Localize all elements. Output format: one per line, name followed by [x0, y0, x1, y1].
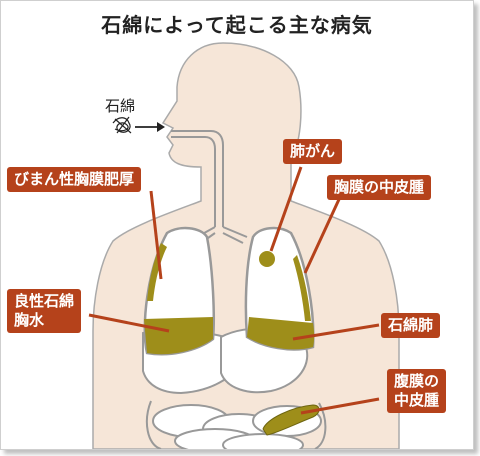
label-pleural-mesothelioma: 胸膜の中皮腫: [327, 175, 432, 200]
label-pleural-effusion-line1: 良性石綿: [14, 292, 75, 310]
bronchi: [196, 226, 248, 244]
connector-thickening: [149, 190, 163, 280]
lung-cancer-tumor: [259, 251, 275, 267]
label-peritoneal-line2: 中皮腫: [394, 391, 440, 409]
connector-asbestosis: [292, 323, 380, 341]
label-pleural-effusion-line2: 胸水: [14, 311, 45, 329]
asbestos-icon: [112, 116, 132, 134]
intestines: [145, 400, 327, 449]
label-pleural-effusion: 良性石綿 胸水: [7, 289, 82, 333]
asbestosis-lesion: [247, 317, 315, 350]
label-lung-cancer: 肺がん: [283, 139, 343, 164]
diagram-frame: 石綿によって起こる主な病気 石綿 びまん性胸膜肥厚 肺がん 胸膜の中皮腫 良性石…: [0, 0, 474, 450]
effusion-lesion: [144, 317, 213, 355]
page-title: 石綿によって起こる主な病気: [101, 13, 373, 37]
pleural-mesothelioma-lesion: [293, 255, 311, 321]
label-peritoneal-line1: 腹膜の: [394, 372, 440, 390]
connector-lung-cancer: [269, 166, 303, 252]
connector-mesothelioma: [303, 194, 343, 274]
label-asbestosis: 石綿肺: [381, 313, 441, 338]
pleural-thickening-lesion: [147, 243, 167, 301]
trachea: [171, 130, 224, 227]
asbestos-label: 石綿: [105, 97, 136, 115]
body-illustration: [88, 42, 400, 449]
connector-peritoneal: [300, 397, 380, 415]
label-pleural-thickening: びまん性胸膜肥厚: [7, 167, 142, 192]
connector-effusion: [88, 313, 170, 333]
label-peritoneal-mesothelioma: 腹膜の 中皮腫: [387, 369, 447, 413]
